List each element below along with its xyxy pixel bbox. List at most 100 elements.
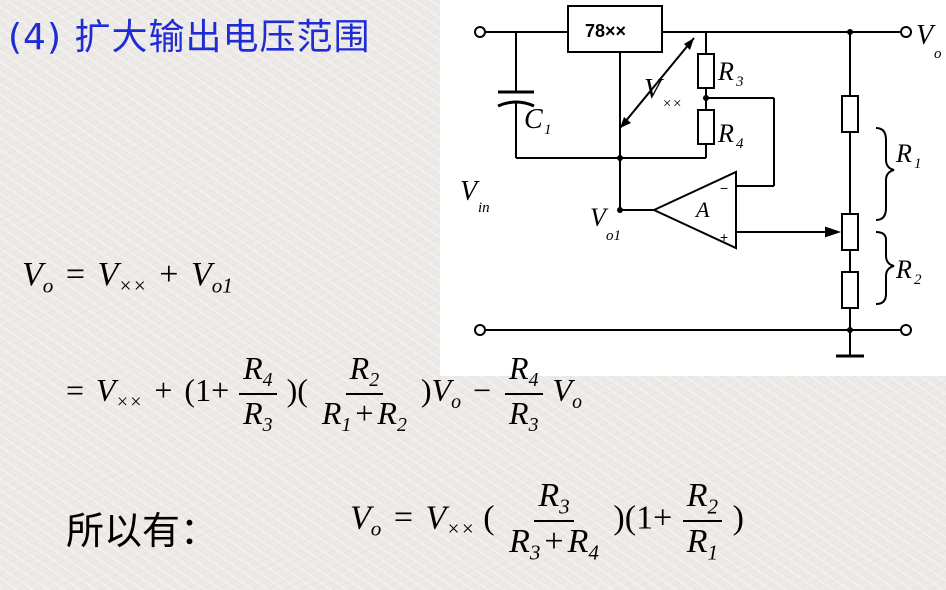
junction-out-divider xyxy=(847,29,853,35)
eq3-f1-den-b-sub: 4 xyxy=(588,539,599,564)
section-title: (4) 扩大输出电压范围 xyxy=(8,17,371,58)
wiper-arrow xyxy=(825,226,842,238)
vin-sub: in xyxy=(478,200,490,216)
eq2-f3-den-sub: 3 xyxy=(528,413,539,436)
eq2-f2-den-a: R xyxy=(321,394,342,431)
eq3-term1-sub: ×× xyxy=(446,516,475,541)
eq2-f1-num: R xyxy=(243,350,263,386)
eq2-minus: − xyxy=(473,372,492,409)
eq3-equals: = xyxy=(393,499,414,537)
c1-sub: 1 xyxy=(544,122,552,138)
equation-3: Vo = V×× ( R3 R3+R4 )(1+ R2 R1 ) xyxy=(350,478,744,563)
vin-label: V xyxy=(460,176,480,207)
eq2-close: ) xyxy=(420,372,432,409)
r3-label: R xyxy=(717,57,734,86)
eq3-f1-den-a-sub: 3 xyxy=(529,539,541,564)
r1-label: R xyxy=(895,139,912,168)
eq1-equals: = xyxy=(65,256,86,293)
junction-r3r4 xyxy=(703,95,709,101)
opamp-label: A xyxy=(694,197,710,222)
eq2-fraction-1: R4 R3 xyxy=(239,350,277,436)
r1-top-resistor xyxy=(841,95,859,133)
eq3-lhs-sub: o xyxy=(370,516,382,541)
eq3-f1-num: R xyxy=(538,477,560,514)
eq3-fraction-1: R3 R3+R4 xyxy=(505,478,603,563)
junction-opamp-out xyxy=(617,207,623,213)
eq3-f2-den: R xyxy=(686,522,708,560)
r3-resistor xyxy=(697,53,715,89)
conclusion-label: 所以有： xyxy=(66,509,219,553)
eq2-fraction-3: R4 R3 xyxy=(505,350,543,436)
circuit-svg: 78×× V o V in C 1 V ×× R 3 R 4 R 1 R 2 V… xyxy=(460,5,942,358)
vxx-arrow-head-top xyxy=(684,38,694,50)
eq2-f3-num-sub: 4 xyxy=(528,368,539,391)
eq3-lhs: V xyxy=(350,499,371,537)
regulator-box xyxy=(567,5,663,53)
vo1-sub: o1 xyxy=(606,228,621,244)
terminal-gnd xyxy=(900,324,912,336)
eq1-lhs-sub: o xyxy=(42,273,54,298)
eq2-vo-b-sub: o xyxy=(572,391,582,414)
eq2-f1-den-sub: 3 xyxy=(262,413,273,436)
terminal-vout xyxy=(900,26,912,38)
equation-1: Vo = V×× + Vo1 xyxy=(22,256,233,298)
r2-sub: 2 xyxy=(914,272,922,288)
vout-label: V xyxy=(916,20,936,51)
eq3-f2-num-sub: 2 xyxy=(707,494,719,519)
opamp-plus: + xyxy=(720,229,728,245)
eq2-open1: (1+ xyxy=(184,372,230,409)
opamp-triangle xyxy=(651,170,737,250)
vxx-label: V xyxy=(644,74,664,105)
eq2-vo-a-sub: o xyxy=(451,391,461,414)
eq1-term2: V xyxy=(190,256,212,293)
r3-sub: 3 xyxy=(735,74,744,90)
eq1-term1-sub: ×× xyxy=(118,273,147,298)
eq2-f2-den-a-sub: 1 xyxy=(341,413,352,436)
eq1-term2-sub: o1 xyxy=(211,273,233,298)
eq3-close: ) xyxy=(732,499,744,537)
eq2-f2-den-plus: + xyxy=(355,394,374,431)
eq2-f2-num: R xyxy=(349,350,370,386)
eq3-mid: )(1+ xyxy=(613,499,673,537)
eq1-plus: + xyxy=(159,256,179,293)
vout-sub: o xyxy=(934,46,942,62)
eq3-f1-num-sub: 3 xyxy=(559,494,570,519)
eq2-f3-num: R xyxy=(509,350,529,386)
r2-label: R xyxy=(895,255,912,284)
r1-sub: 1 xyxy=(914,156,922,172)
eq3-fraction-2: R2 R1 xyxy=(682,477,723,564)
r2-brace xyxy=(875,231,895,305)
r2-resistor xyxy=(841,271,859,309)
r4-resistor xyxy=(697,109,715,145)
eq2-term1: V xyxy=(96,372,116,409)
junction-common xyxy=(617,155,623,161)
terminal-vin-top xyxy=(474,26,486,38)
junction-gnd xyxy=(847,327,853,333)
r4-label: R xyxy=(717,119,734,148)
eq2-vo-a: V xyxy=(431,372,452,409)
eq3-open: ( xyxy=(483,499,495,537)
eq2-plus: + xyxy=(154,372,173,409)
vxx-sub: ×× xyxy=(662,96,682,112)
eq3-f1-den-plus: + xyxy=(544,522,564,560)
r4-sub: 4 xyxy=(736,136,744,152)
r1-brace xyxy=(875,127,895,221)
eq2-f2-den-b: R xyxy=(377,394,397,431)
terminal-vin-bottom xyxy=(474,324,486,336)
eq3-f2-den-sub: 1 xyxy=(707,539,719,564)
eq2-vo-b: V xyxy=(552,372,573,409)
eq2-f2-den-b-sub: 2 xyxy=(396,413,407,436)
eq2-f1-num-sub: 4 xyxy=(262,368,273,391)
regulator-label: 78×× xyxy=(585,21,626,41)
opamp-minus: − xyxy=(720,180,728,196)
eq2-f3-den: R xyxy=(509,394,529,431)
circuit-diagram: 78×× V o V in C 1 V ×× R 3 R 4 R 1 R 2 V… xyxy=(440,0,946,376)
vxx-arrow-line xyxy=(619,37,695,129)
equation-2: = V×× + (1+ R4 R3 )( R2 R1+R2 )Vo − R4 R… xyxy=(62,350,582,436)
eq2-equals: = xyxy=(66,372,85,409)
eq1-lhs: V xyxy=(22,256,43,293)
eq2-fraction-2: R2 R1+R2 xyxy=(318,350,411,436)
eq2-mid: )( xyxy=(286,372,308,409)
eq3-f1-den-b: R xyxy=(567,522,589,560)
eq3-f2-num: R xyxy=(686,477,708,514)
